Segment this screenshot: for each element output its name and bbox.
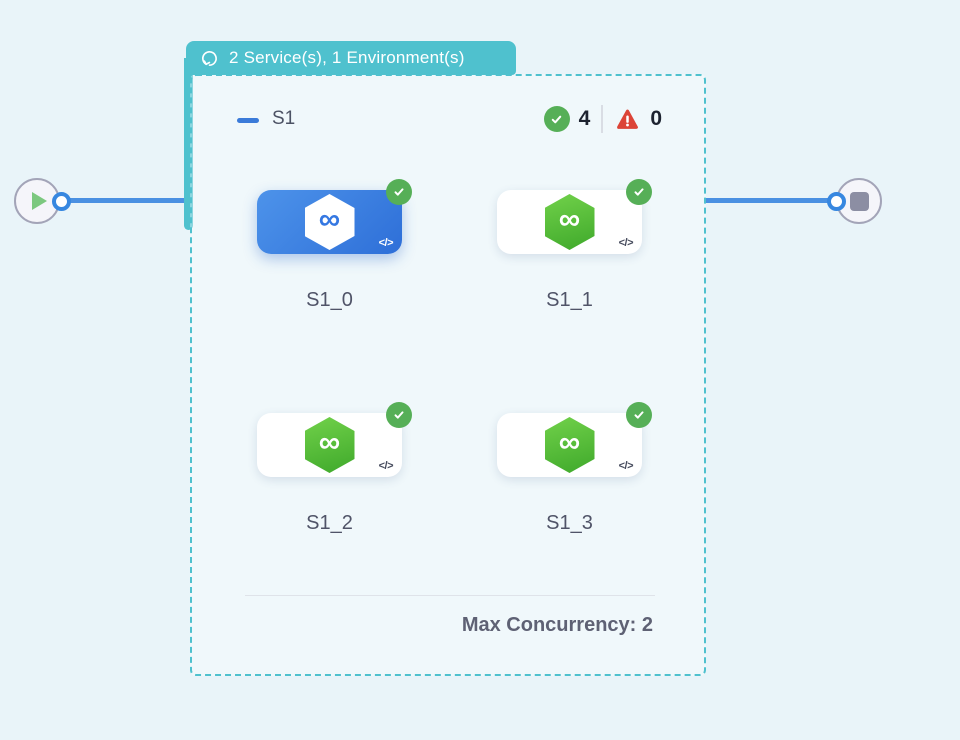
infinity-glyph: ∞ (318, 203, 341, 236)
status-divider (601, 105, 604, 133)
end-node-port[interactable] (827, 192, 846, 211)
max-concurrency-label: Max Concurrency: 2 (461, 614, 653, 636)
success-check-icon (543, 106, 570, 132)
infinity-glyph: ∞ (318, 426, 341, 459)
collapse-icon[interactable] (237, 118, 259, 123)
stage-container: S1 4 0 ∞ </> (190, 74, 706, 676)
service-card-label: S1_3 (546, 512, 593, 534)
success-badge-icon (386, 179, 412, 205)
footer-divider (245, 595, 655, 596)
success-badge-icon (626, 179, 652, 205)
play-icon (32, 192, 47, 210)
service-card-s1-1[interactable]: ∞ </> (497, 179, 652, 254)
warning-triangle-icon (614, 107, 641, 132)
stage-summary-label: 2 Service(s), 1 Environment(s) (229, 48, 465, 67)
infinity-glyph: ∞ (558, 426, 581, 459)
success-badge-icon (626, 402, 652, 428)
cycle-icon (199, 48, 220, 69)
service-card-label: S1_1 (546, 289, 593, 311)
stage-tab-tail (184, 58, 193, 230)
service-infinity-hexagon-icon: ∞ (544, 417, 595, 473)
edge-stage-to-end (706, 198, 838, 203)
stage-status: 4 0 (543, 105, 662, 133)
edge-start-to-stage (62, 198, 190, 203)
error-count: 0 (650, 107, 662, 130)
stage-summary-tab[interactable]: 2 Service(s), 1 Environment(s) (186, 41, 516, 75)
service-infinity-hexagon-icon: ∞ (304, 194, 355, 250)
success-badge-icon (386, 402, 412, 428)
service-card-s1-2[interactable]: ∞ </> (257, 402, 412, 477)
service-card-s1-3[interactable]: ∞ </> (497, 402, 652, 477)
code-icon: </> (618, 460, 634, 472)
start-node-port[interactable] (52, 192, 71, 211)
service-card-label: S1_0 (306, 289, 353, 311)
service-infinity-hexagon-icon: ∞ (544, 194, 595, 250)
stop-icon (849, 191, 869, 211)
service-infinity-hexagon-icon: ∞ (304, 417, 355, 473)
code-icon: </> (378, 460, 394, 472)
success-count: 4 (578, 107, 591, 130)
code-icon: </> (618, 237, 634, 249)
infinity-glyph: ∞ (558, 203, 581, 236)
code-icon: </> (378, 237, 394, 249)
service-card-label: S1_2 (306, 512, 353, 534)
stage-title: S1 (272, 108, 296, 129)
start-node[interactable] (14, 178, 60, 224)
service-card-s1-0[interactable]: ∞ </> (257, 179, 412, 254)
